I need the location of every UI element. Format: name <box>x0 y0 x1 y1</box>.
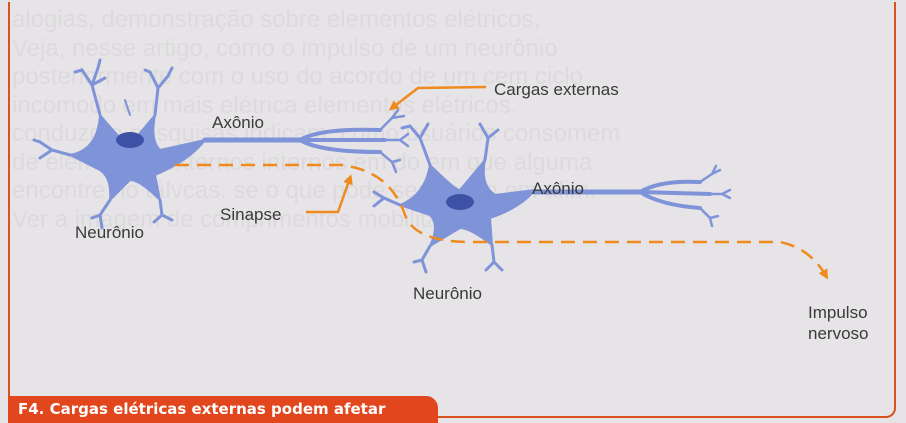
neuron-left <box>32 58 410 230</box>
figure-caption: F4. Cargas elétricas externas podem afet… <box>8 396 438 423</box>
cargas-externas-arrow <box>388 85 487 111</box>
neuron-right <box>372 122 732 274</box>
background-line: posteriormente com o uso do acordo de um… <box>12 63 583 90</box>
annotation-arrows <box>175 85 828 280</box>
background-line: Ver a imagem de comprimentos mobilitária… <box>12 205 474 233</box>
label-neuronio-left: Neurônio <box>75 223 144 242</box>
label-axonio-right: Axônio <box>532 179 584 198</box>
impulso-dashed-path <box>175 163 828 280</box>
background-line: Veja, nesse artigo, como o impulso de um… <box>12 34 558 62</box>
label-cargas-externas: Cargas externas <box>494 80 619 99</box>
sinapse-arrow <box>306 174 353 214</box>
figure-frame <box>8 2 896 418</box>
label-nervoso: nervoso <box>808 324 868 343</box>
label-axonio-left: Axônio <box>212 113 264 132</box>
background-line: alogias, demonstração sobre elementos el… <box>12 6 541 33</box>
label-sinapse: Sinapse <box>220 205 281 224</box>
label-impulso: Impulso <box>808 303 868 322</box>
label-neuronio-right: Neurônio <box>413 284 482 303</box>
